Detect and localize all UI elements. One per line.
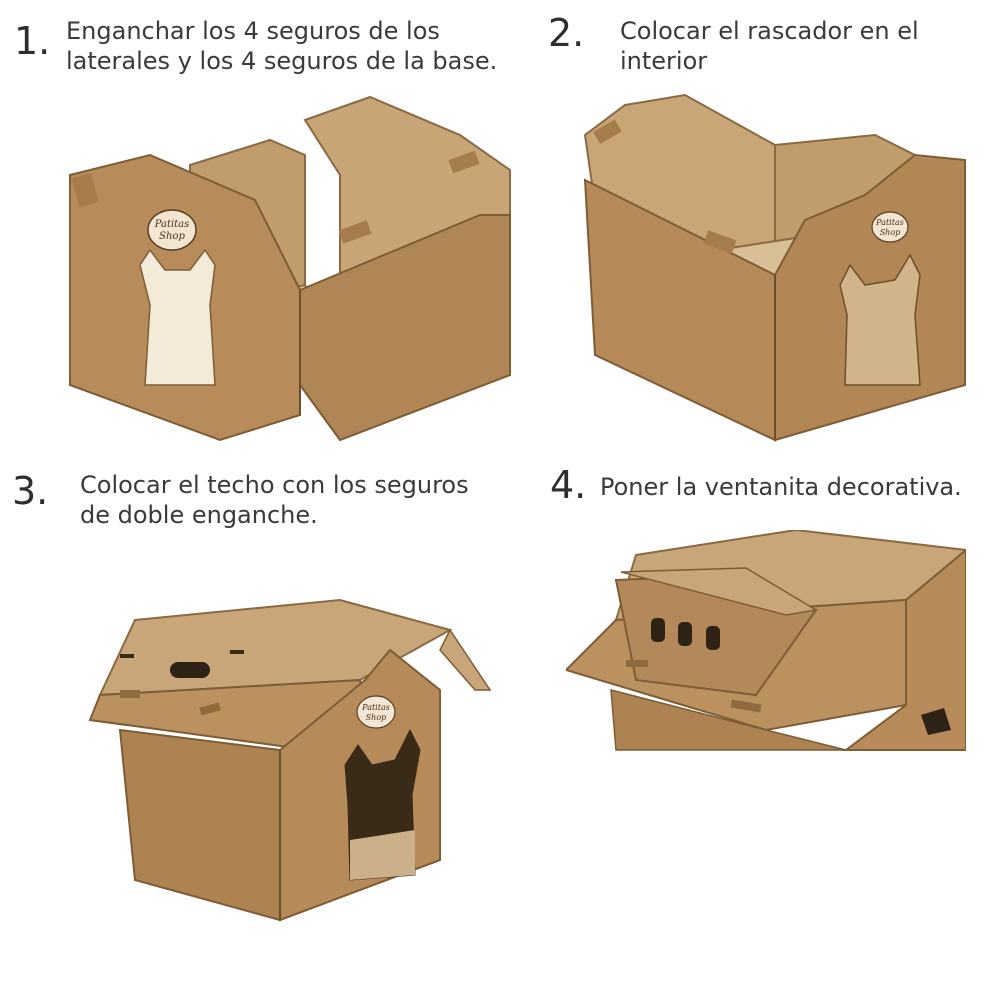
svg-text:Shop: Shop	[366, 713, 387, 722]
step-3-line-2: de doble enganche.	[80, 501, 318, 529]
step-2-logo: Patitas Shop	[870, 210, 910, 244]
step-2-number: 2.	[548, 11, 585, 55]
svg-text:Patitas: Patitas	[361, 703, 390, 712]
step-2-line-1: Colocar el rascador en el	[620, 17, 919, 45]
step-1-number: 1.	[14, 19, 51, 63]
step-1-illustration	[40, 85, 520, 455]
step-2-illustration	[575, 85, 985, 445]
svg-text:Shop: Shop	[159, 231, 185, 242]
step-4-text: Poner la ventanita decorativa.	[600, 472, 962, 502]
step-2-text: Colocar el rascador en el interior	[620, 16, 919, 76]
step-1-text: Enganchar los 4 seguros de los laterales…	[66, 16, 497, 76]
step-4-illustration	[566, 530, 966, 755]
svg-text:Patitas: Patitas	[875, 218, 904, 227]
step-1-line-1: Enganchar los 4 seguros de los	[66, 17, 440, 45]
step-3-line-1: Colocar el techo con los seguros	[80, 471, 469, 499]
svg-text:Shop: Shop	[880, 228, 901, 237]
step-2-line-2: interior	[620, 47, 708, 75]
step-3-illustration	[80, 590, 500, 940]
step-3-logo: Patitas Shop	[355, 694, 397, 730]
step-1-line-2: laterales y los 4 seguros de la base.	[66, 47, 498, 75]
step-3-number: 3.	[12, 469, 49, 513]
step-4-number: 4.	[550, 463, 587, 507]
step-3-text: Colocar el techo con los seguros de dobl…	[80, 470, 469, 530]
step-4-line-1: Poner la ventanita decorativa.	[600, 473, 962, 501]
svg-text:Patitas: Patitas	[154, 219, 190, 230]
step-1-logo: Patitas Shop	[146, 208, 198, 252]
